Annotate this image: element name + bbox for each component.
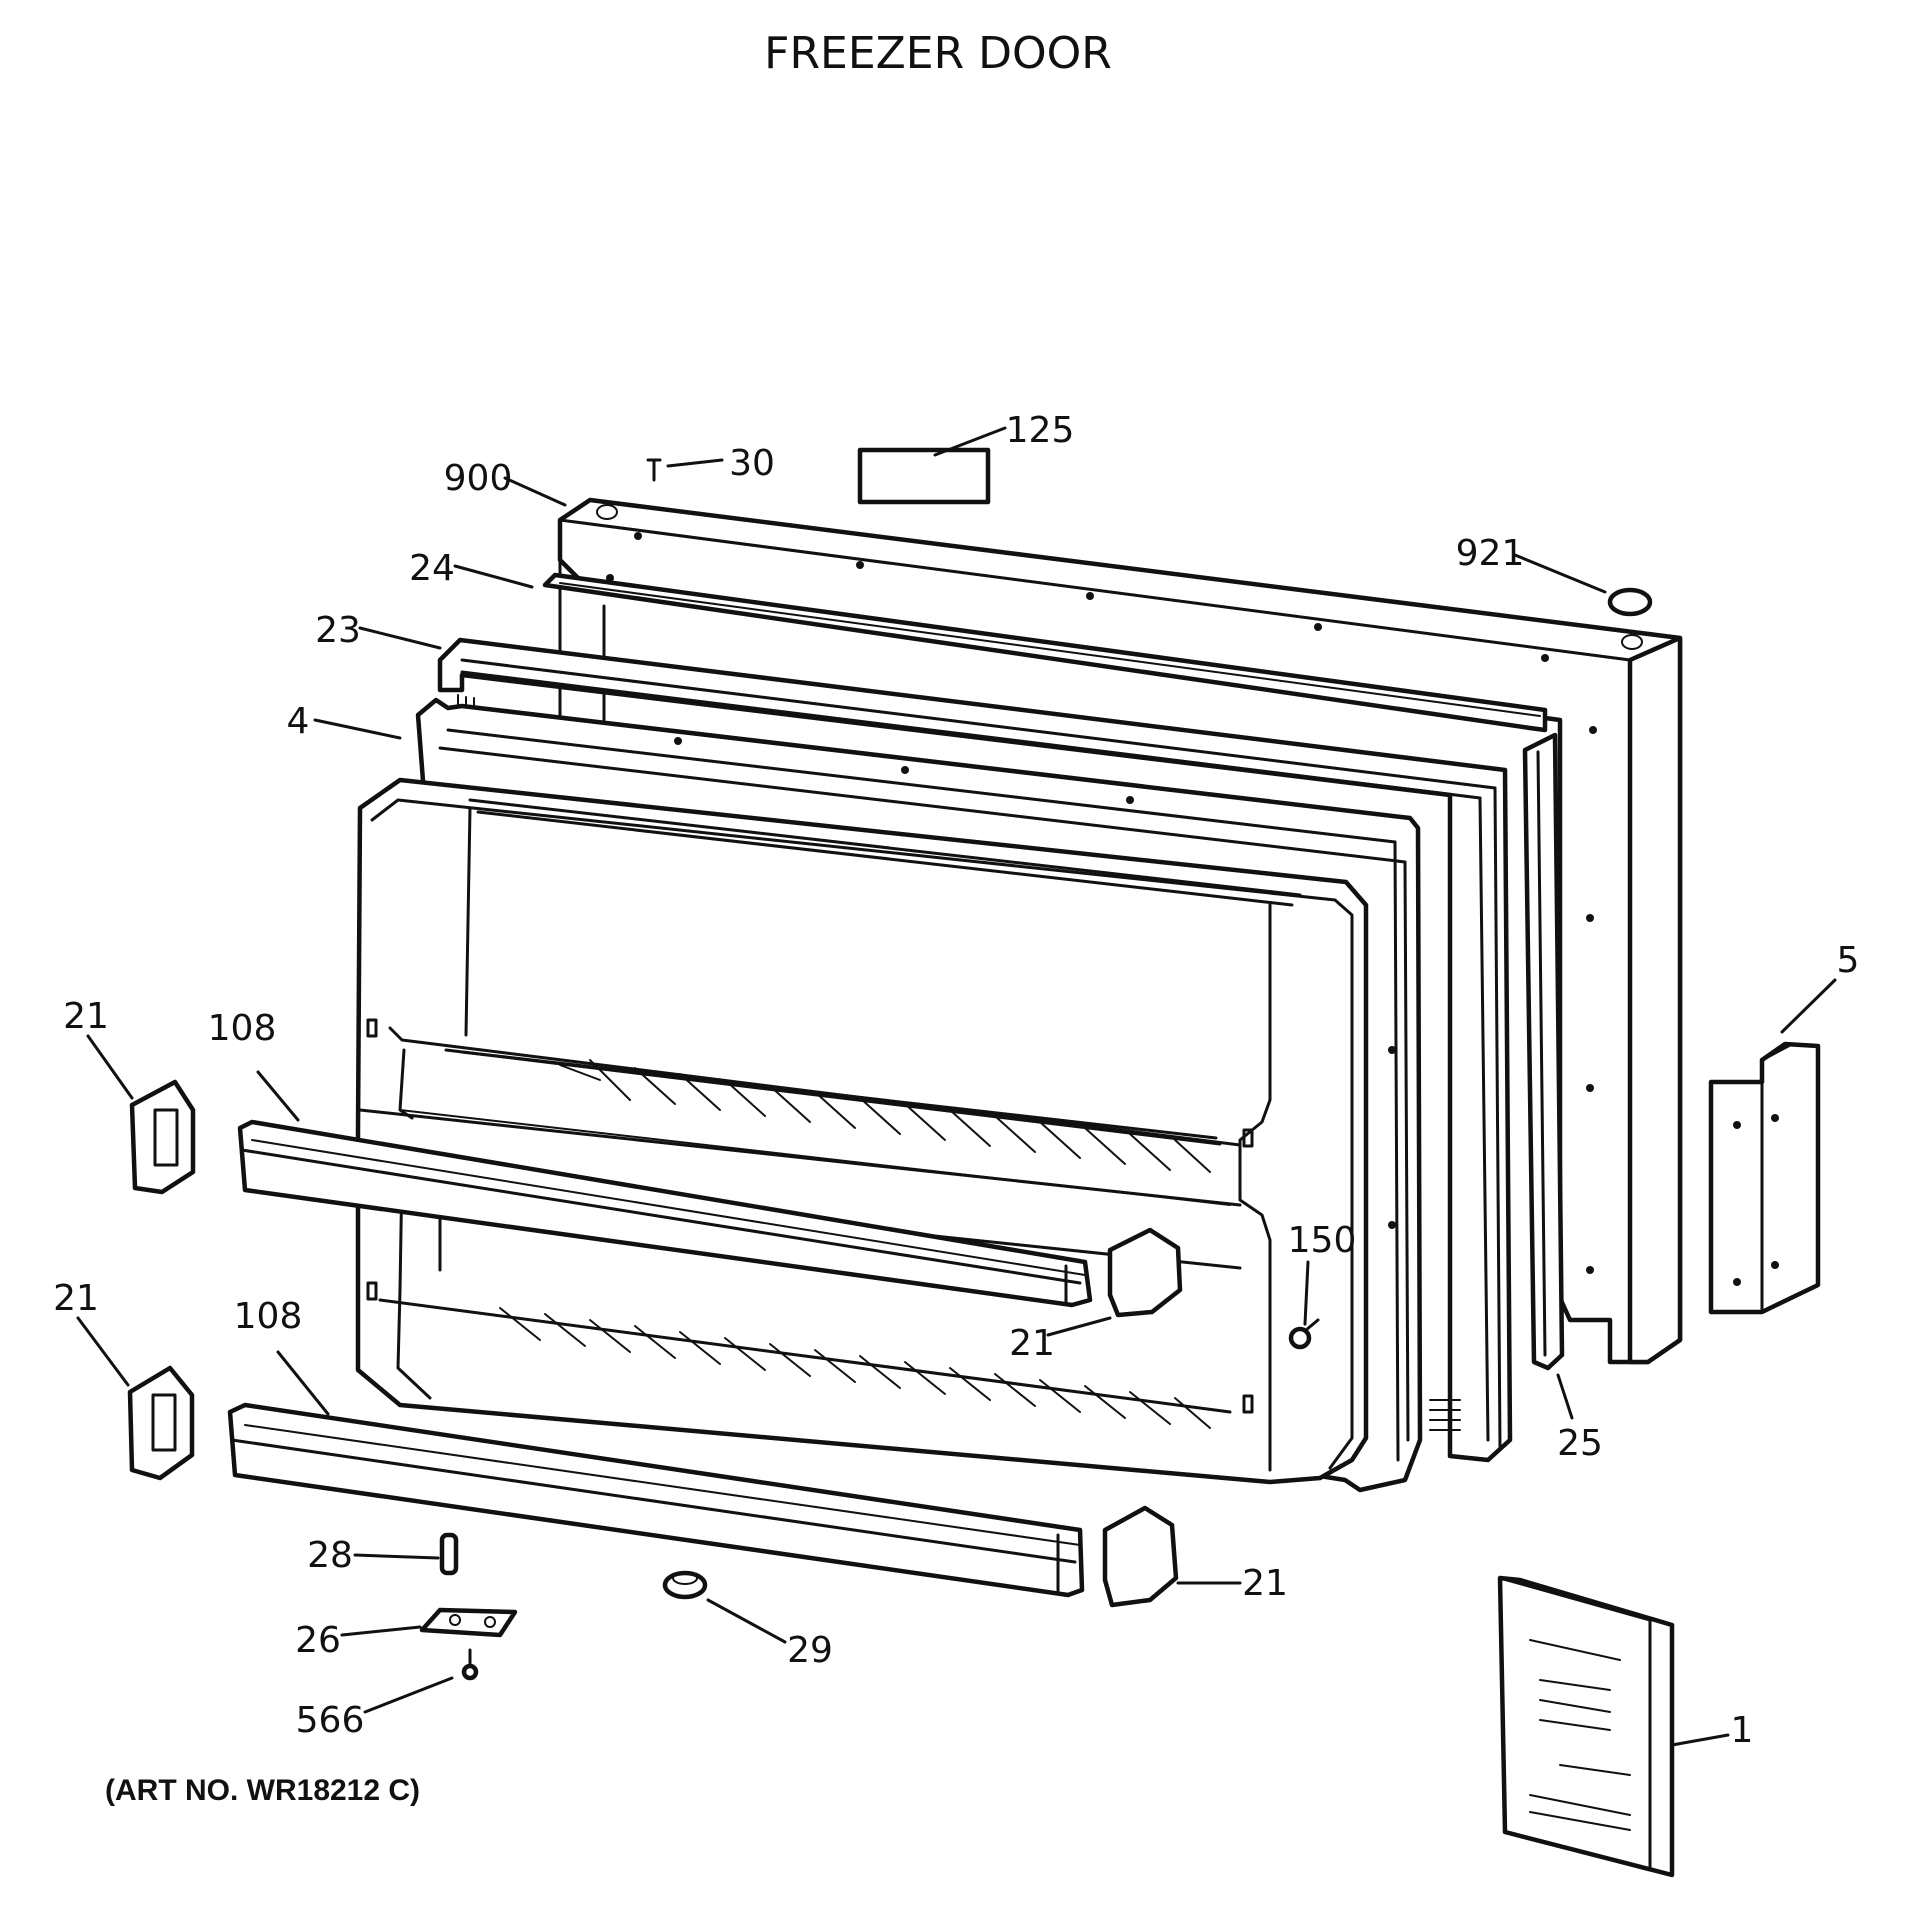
label-1: 1 [1731,1710,1754,1751]
part-5-bracket [1708,1041,1821,1315]
label-21-lower-left: 21 [53,1278,99,1319]
part-566-screw [461,1648,479,1681]
label-21-bottom-right: 21 [1242,1563,1288,1604]
part-1-owners-manual [1497,1575,1675,1878]
part-25-side-strip [1522,732,1565,1371]
label-29: 29 [787,1630,833,1671]
door-bin-tub [355,777,1369,1485]
part-108-lower-bar [227,1402,1085,1598]
part-23-gasket [437,637,1513,1463]
label-125: 125 [1006,410,1075,451]
label-21-mid-right: 21 [1009,1323,1055,1364]
part-125-bar [857,447,991,505]
part-150-screw [1288,1318,1320,1350]
part-108-upper-bar [237,1119,1093,1308]
label-25: 25 [1557,1423,1603,1464]
part-21-cap-mid-right [1107,1227,1183,1318]
label-900: 900 [444,458,513,499]
label-24: 24 [409,548,455,589]
part-921-plug [1607,587,1653,617]
label-30: 30 [729,443,775,484]
part-21-cap-upper-left [129,1079,196,1195]
leader-lines [76,426,1837,1747]
part-21-cap-lower-left [127,1365,195,1481]
part-24-top-strip [542,572,1548,733]
label-26: 26 [295,1620,341,1661]
label-28: 28 [307,1535,353,1576]
label-566: 566 [296,1700,365,1741]
part-28-pin [439,1532,459,1576]
part-30-screw [646,458,662,482]
diagram-title: FREEZER DOOR [764,28,1112,79]
label-21-upper-left: 21 [63,996,109,1037]
art-number: (ART NO. WR18212 C) [105,1774,420,1807]
label-108-upper: 108 [208,1008,277,1049]
label-150: 150 [1288,1220,1357,1261]
label-108-lower: 108 [234,1296,303,1337]
label-23: 23 [315,610,361,651]
label-5: 5 [1837,940,1860,981]
part-29-grommet [662,1570,708,1600]
label-921: 921 [1456,533,1525,574]
part-21-cap-bottom-right [1102,1505,1179,1608]
label-4: 4 [287,701,310,742]
part-26-hinge-plate [419,1607,518,1638]
